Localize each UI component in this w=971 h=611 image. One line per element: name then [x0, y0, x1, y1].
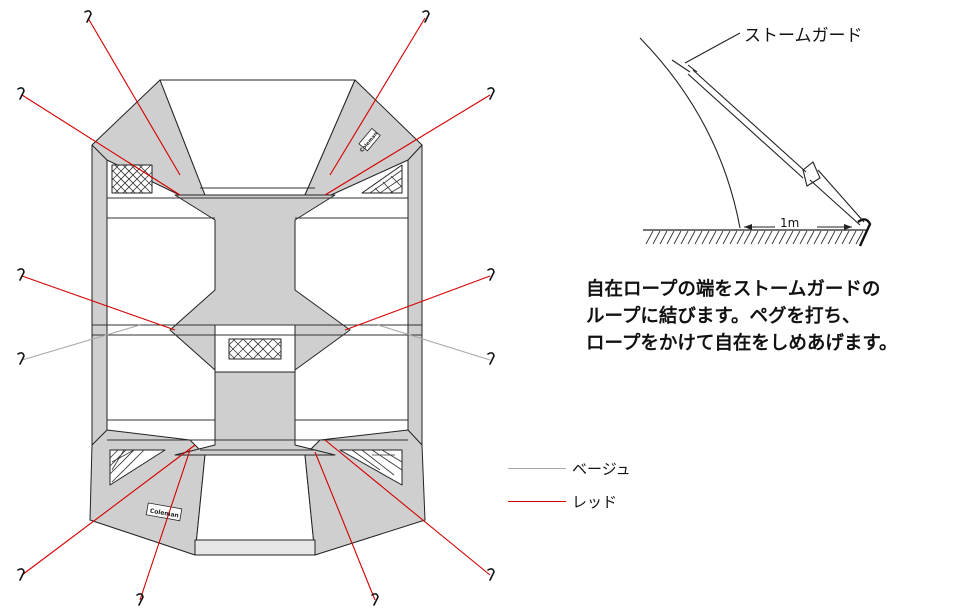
- peg-icon: [17, 568, 25, 581]
- instruction-line: 自在ロープの端をストームガードの: [586, 279, 881, 300]
- mesh-window-bottom-right: [339, 449, 403, 486]
- instruction-line: ループに結びます。ペグを打ち、: [586, 306, 861, 327]
- instruction-line: ロープをかけて自在をしめあげます。: [586, 333, 898, 354]
- peg-icon: [371, 593, 379, 606]
- red-guy-line: [324, 94, 491, 196]
- red-guy-line: [324, 439, 491, 576]
- tent-wall-curve: [639, 37, 741, 229]
- instruction-text: 自在ロープの端をストームガードの ループに結びます。ペグを打ち、 ロープをかけて…: [586, 276, 898, 357]
- peg-icon: [17, 268, 25, 281]
- red-guy-line: [21, 444, 196, 576]
- brand-label-bottom: [145, 502, 183, 522]
- ground-hatching: [645, 230, 864, 245]
- bottom-edge-strip: [194, 539, 316, 556]
- peg-icon: [487, 568, 495, 581]
- leader-line: [684, 32, 741, 64]
- peg-icon: [84, 10, 92, 23]
- legend-label-beige: ベージュ: [572, 460, 631, 478]
- peg-icon: [136, 593, 144, 606]
- peg-icon: [487, 352, 495, 365]
- mesh-window-bottom-left: [109, 449, 166, 486]
- mesh-window-top-left: [111, 164, 153, 194]
- storm-guard-label: ストームガード: [744, 26, 863, 46]
- right-side-wall: [407, 144, 423, 446]
- tent-top-view: [89, 79, 426, 556]
- peg-icon: [422, 10, 430, 23]
- storm-guard-loop: [671, 59, 698, 73]
- red-guy-line: [21, 94, 181, 196]
- mesh-window-top-right: [361, 164, 403, 194]
- peg-icon: [487, 268, 495, 281]
- mesh-window-center: [228, 338, 282, 360]
- legend-swatch-red: [508, 501, 566, 502]
- legend-label-red: レッド: [572, 493, 618, 511]
- red-guy-line: [314, 451, 376, 601]
- beige-guy-line: [377, 324, 491, 361]
- red-guy-line: [344, 275, 491, 331]
- rope-adjuster: [802, 161, 821, 187]
- left-side-wall: [91, 144, 108, 446]
- red-guy-line: [87, 17, 181, 176]
- distance-label: 1m: [780, 216, 800, 230]
- bottom-right-fly: [304, 429, 426, 556]
- red-guy-line: [21, 275, 176, 331]
- beige-guy-line: [21, 324, 141, 361]
- peg-detail-icon: [857, 218, 872, 247]
- bottom-left-fly: [89, 429, 206, 556]
- red-guy-line: [139, 449, 191, 601]
- red-guy-line: [329, 17, 426, 176]
- legend-swatch-beige: [508, 468, 566, 469]
- peg-icon: [17, 352, 25, 365]
- peg-icon: [487, 87, 495, 100]
- storm-guard-detail: [639, 32, 872, 247]
- peg-icon: [17, 87, 25, 100]
- guy-lines: [21, 17, 491, 601]
- brand-label-top: [358, 128, 381, 152]
- pegs: [17, 10, 495, 606]
